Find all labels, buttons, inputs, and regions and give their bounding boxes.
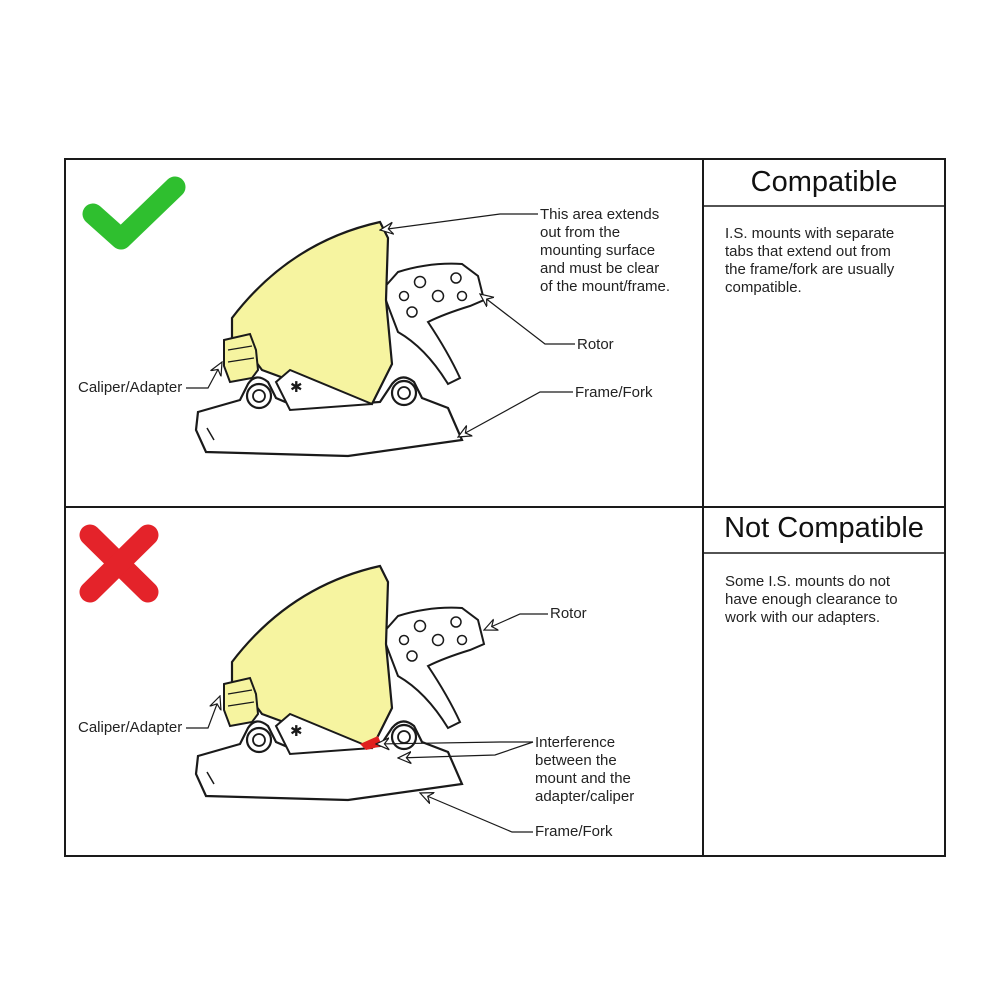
compatible-title: Compatible (750, 166, 898, 198)
not-compatible-description: Some I.S. mounts do not have enough clea… (725, 573, 898, 626)
leader-lines-bottom (186, 613, 548, 833)
cross-icon (79, 524, 159, 603)
checkmark-icon (82, 176, 186, 250)
incompatible-mount-drawing (194, 564, 486, 802)
compatible-description: I.S. mounts with separate tabs that exte… (725, 225, 895, 296)
callout-caliper-bottom: Caliper/Adapter (78, 719, 183, 736)
callout-frame-bottom: Frame/Fork (535, 823, 613, 840)
grid-lines (64, 158, 946, 857)
compatible-mount-drawing (194, 220, 486, 458)
callout-area-extends: This area extends out from the mounting … (540, 206, 671, 295)
callout-caliper-top: Caliper/Adapter (78, 379, 183, 396)
callout-frame-top: Frame/Fork (575, 384, 653, 401)
not-compatible-title: Not Compatible (724, 512, 924, 544)
callout-rotor-bottom: Rotor (550, 605, 587, 622)
callout-rotor-top: Rotor (577, 336, 614, 353)
leader-lines-top (186, 213, 575, 437)
callout-interference: Interference between the mount and the a… (535, 734, 635, 805)
